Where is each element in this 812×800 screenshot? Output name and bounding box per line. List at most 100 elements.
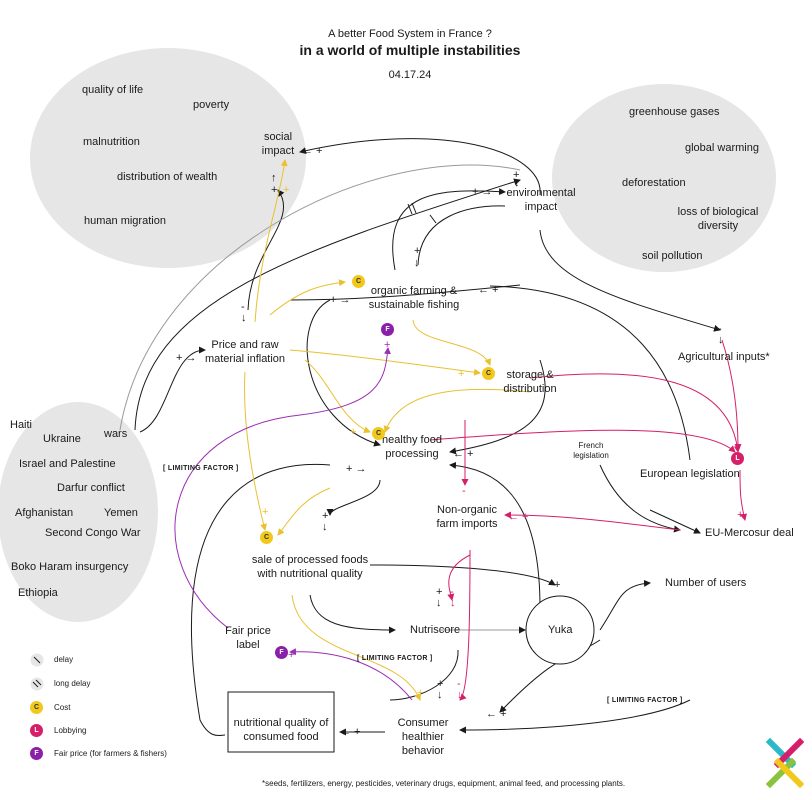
polarity-sign: + bbox=[513, 169, 520, 181]
legend-label: Lobbying bbox=[54, 726, 87, 735]
polarity-sign: + bbox=[554, 579, 561, 591]
polarity-sign: + bbox=[322, 510, 329, 522]
legend-label: delay bbox=[54, 655, 74, 664]
node-organic-farming: organic farming & sustainable fishing bbox=[368, 285, 460, 311]
fair-price-badge: F bbox=[381, 323, 394, 336]
polarity-sign: ← + bbox=[453, 448, 474, 460]
limiting-factor-tag: [ LIMITING FACTOR ] bbox=[357, 655, 433, 662]
polarity-sign: + bbox=[350, 426, 357, 438]
node-fair-price-label: Fair price label bbox=[225, 625, 271, 651]
polarity-sign: - bbox=[462, 485, 466, 497]
polarity-sign: ↓ bbox=[437, 689, 443, 701]
lobbying-badge: L bbox=[731, 452, 744, 465]
cluster-item: soil pollution bbox=[642, 250, 703, 262]
conflict-item: Yemen bbox=[104, 507, 138, 519]
polarity-sign: ← + bbox=[508, 511, 529, 523]
polarity-sign: + bbox=[436, 586, 443, 598]
polarity-sign: ↓ bbox=[322, 521, 328, 533]
node-non-organic-imports: Non-organic farm imports bbox=[436, 504, 498, 530]
limiting-factor-tag: [ LIMITING FACTOR ] bbox=[607, 697, 683, 704]
cluster-item: distribution of wealth bbox=[117, 171, 218, 183]
polarity-sign: + → bbox=[346, 463, 367, 475]
polarity-sign: + → bbox=[330, 294, 351, 306]
cost-badge: C bbox=[482, 367, 495, 380]
polarity-sign: + bbox=[271, 184, 278, 196]
polarity-sign: - bbox=[450, 586, 454, 598]
polarity-sign: ↓ bbox=[514, 177, 520, 189]
node-nutritional-quality: nutritional quality of consumed food bbox=[233, 717, 329, 743]
legend-fair-price-badge: F bbox=[30, 747, 43, 760]
legend-label: long delay bbox=[54, 679, 91, 688]
polarity-sign: ↓ bbox=[450, 597, 456, 609]
polarity-sign: + bbox=[283, 184, 290, 196]
polarity-sign: ↓ bbox=[414, 257, 420, 269]
conflict-item: Haiti bbox=[10, 419, 33, 431]
polarity-sign: ← + bbox=[340, 726, 361, 738]
polarity-sign: + bbox=[417, 687, 424, 699]
nutritional-quality-box bbox=[227, 691, 335, 753]
legend-delay-icon bbox=[30, 653, 44, 667]
subtitle: A better Food System in France ? bbox=[328, 28, 492, 40]
conflict-item: Second Congo War bbox=[45, 527, 141, 539]
polarity-sign: ↑ bbox=[271, 172, 277, 184]
limiting-factor-tag: [ LIMITING FACTOR ] bbox=[163, 465, 239, 472]
legend-label: Fair price (for farmers & fishers) bbox=[54, 749, 167, 758]
cluster-item: deforestation bbox=[622, 177, 686, 189]
node-sale-processed: sale of processed foods with nutritional… bbox=[251, 554, 369, 580]
cluster-item: global warming bbox=[685, 142, 759, 154]
node-number-users: Number of users bbox=[665, 577, 747, 589]
node-price-inflation: Price and raw material inflation bbox=[204, 339, 286, 365]
conflict-item: Afghanistan bbox=[15, 507, 74, 519]
node-social-impact: social impact bbox=[261, 131, 295, 157]
cluster-item: human migration bbox=[84, 215, 166, 227]
polarity-sign: ↓ bbox=[436, 597, 442, 609]
polarity-sign: + → bbox=[472, 186, 493, 198]
polarity-sign: ↓ bbox=[241, 312, 247, 324]
environment-cloud bbox=[552, 84, 776, 272]
polarity-sign: ← + bbox=[486, 708, 507, 720]
conflict-item: Darfur conflict bbox=[57, 482, 125, 494]
legend-cost-badge: C bbox=[30, 701, 43, 714]
cluster-item: poverty bbox=[193, 99, 230, 111]
polarity-sign: + bbox=[384, 339, 391, 351]
polarity-sign: + bbox=[458, 368, 465, 380]
conflict-item: Israel and Palestine bbox=[19, 458, 116, 470]
node-yuka: Yuka bbox=[548, 624, 573, 636]
fair-price-badge: F bbox=[275, 646, 288, 659]
polarity-sign: + bbox=[437, 678, 444, 690]
polarity-sign: - bbox=[241, 301, 245, 313]
polarity-sign: ← + bbox=[478, 284, 499, 296]
polarity-sign: + bbox=[414, 245, 421, 257]
conflict-item: Ethiopia bbox=[18, 587, 58, 599]
conflict-item: Ukraine bbox=[43, 433, 81, 445]
cluster-item: greenhouse gases bbox=[629, 106, 720, 118]
node-european-legislation: European legislation bbox=[640, 468, 740, 480]
cost-badge: C bbox=[352, 275, 365, 288]
polarity-sign: + bbox=[262, 506, 269, 518]
cluster-item: loss of biological diversity bbox=[677, 206, 759, 232]
node-healthy-processing: healthy food processing bbox=[382, 434, 442, 460]
node-consumer-behavior: Consumer healthier behavior bbox=[397, 717, 449, 757]
brand-logo bbox=[765, 737, 805, 789]
social-cloud bbox=[30, 48, 306, 268]
polarity-sign: ← + bbox=[302, 145, 323, 157]
cost-badge: C bbox=[372, 427, 385, 440]
date: 04.17.24 bbox=[388, 69, 432, 81]
conflict-item: Boko Haram insurgency bbox=[11, 561, 129, 573]
page-title: in a world of multiple instabilities bbox=[299, 42, 521, 58]
cluster-item: quality of life bbox=[82, 84, 144, 96]
conflicts-cloud bbox=[0, 402, 158, 622]
footnote: *seeds, fertilizers, energy, pesticides,… bbox=[262, 779, 626, 788]
polarity-sign: ↓ bbox=[718, 334, 724, 346]
polarity-sign: - bbox=[718, 323, 722, 335]
polarity-sign: + → bbox=[176, 352, 197, 364]
node-environmental-impact: environmental impact bbox=[506, 187, 576, 213]
node-storage: storage & distribution bbox=[503, 369, 557, 395]
polarity-sign: + bbox=[737, 509, 744, 521]
cost-badge: C bbox=[260, 531, 273, 544]
polarity-sign: + bbox=[288, 649, 295, 661]
cluster-item: malnutrition bbox=[83, 136, 140, 148]
legend-long-delay-icon bbox=[30, 677, 44, 691]
yuka-circle bbox=[525, 595, 595, 665]
